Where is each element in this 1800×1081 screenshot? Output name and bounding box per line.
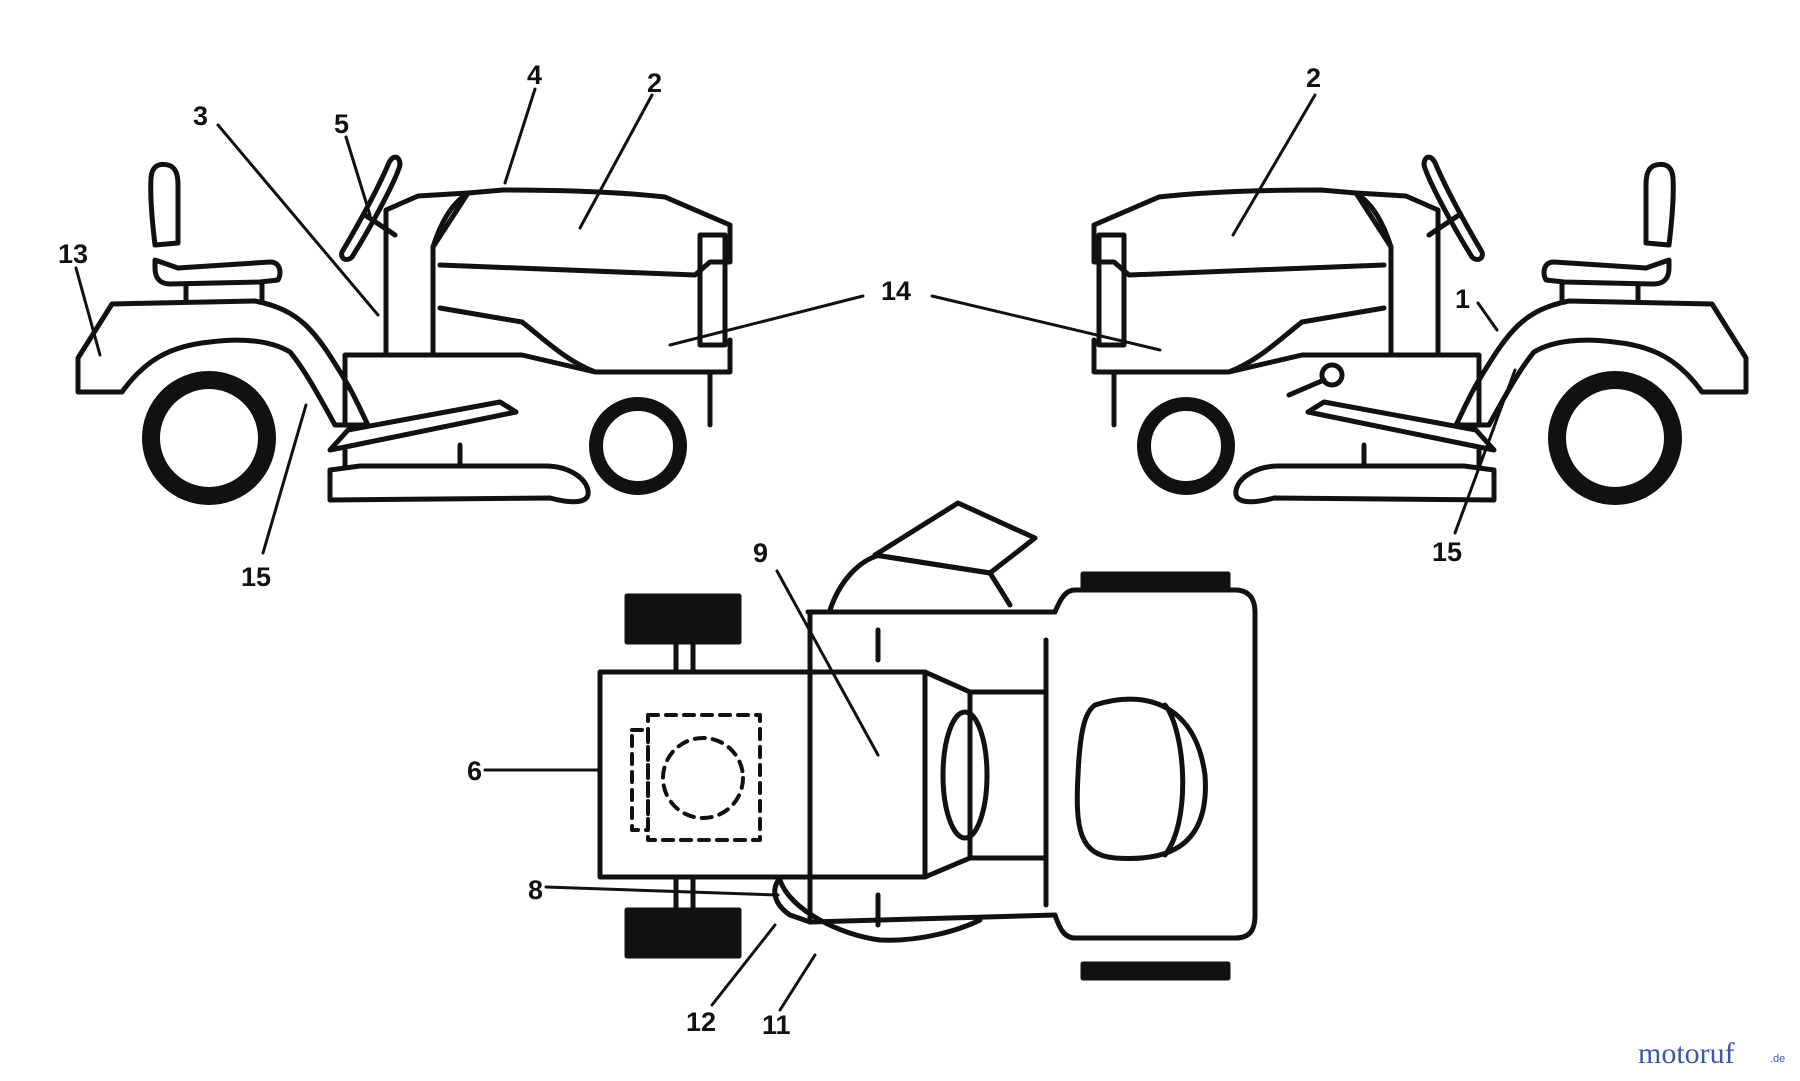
seat-back-right (1643, 161, 1676, 248)
callouts: 13 3 5 4 2 14 15 2 1 15 9 6 8 12 11 (58, 60, 1470, 1040)
discharge-chute (872, 500, 1038, 576)
rear-wheel-top-1 (624, 593, 742, 645)
callout-14: 14 (881, 276, 911, 306)
callout-11: 11 (762, 1010, 791, 1040)
callout-15-right: 15 (1432, 537, 1462, 567)
callout-5: 5 (334, 109, 349, 139)
dash-left (383, 190, 471, 358)
callout-1: 1 (1455, 284, 1470, 314)
seat-base-left (152, 257, 283, 287)
rear-fender-left (75, 298, 371, 428)
front-wheel-right (1137, 397, 1235, 495)
chassis-left (342, 319, 733, 428)
callout-12: 12 (686, 1007, 716, 1037)
hood-left (430, 187, 733, 358)
callout-15-left: 15 (241, 562, 271, 592)
mower-deck-left (327, 463, 591, 505)
hood-decal-left (697, 232, 728, 348)
rear-fender-top (597, 669, 928, 880)
watermark-logo: motoruf .de (1638, 1037, 1785, 1070)
callout-4: 4 (527, 60, 542, 90)
seat-back-left (148, 161, 181, 248)
tractor-left-view (75, 154, 733, 505)
dash-right (1353, 190, 1441, 358)
seat-base-right (1541, 257, 1672, 287)
tractor-right-view (1091, 154, 1749, 505)
steering-wheel-right (1421, 154, 1485, 262)
hood-dome-top (1074, 696, 1208, 862)
rear-fender-right (1453, 298, 1749, 428)
chassis-right (1091, 319, 1482, 428)
deck-housing-top (805, 587, 1258, 941)
callout-2-left: 2 (647, 68, 662, 98)
steering-column-top (940, 709, 990, 841)
callout-2-right: 2 (1306, 63, 1321, 93)
callout-9: 9 (753, 538, 768, 568)
watermark-brand: motoruf (1638, 1037, 1735, 1070)
fuel-cap (661, 736, 745, 820)
front-wheel-left (589, 397, 687, 495)
rear-wheel-left (142, 371, 276, 505)
front-wheel-top-2 (1080, 961, 1231, 981)
callout-3: 3 (193, 101, 208, 131)
callout-13: 13 (58, 239, 88, 269)
deck-outline-top (777, 552, 983, 943)
rear-wheel-top-2 (624, 907, 742, 959)
fuel-cap-area (646, 713, 762, 842)
mower-deck-right (1233, 463, 1497, 505)
rear-wheel-right (1548, 371, 1682, 505)
tractor-top-view (597, 500, 1258, 981)
callout-6: 6 (467, 756, 482, 786)
hood-decal-right (1096, 232, 1127, 348)
hood-right (1091, 187, 1394, 358)
steering-wheel-left (339, 154, 403, 262)
front-wheel-top-1 (1080, 571, 1231, 591)
leader-lines (74, 87, 1517, 1012)
watermark-suffix: .de (1770, 1053, 1785, 1065)
callout-8: 8 (528, 875, 543, 905)
